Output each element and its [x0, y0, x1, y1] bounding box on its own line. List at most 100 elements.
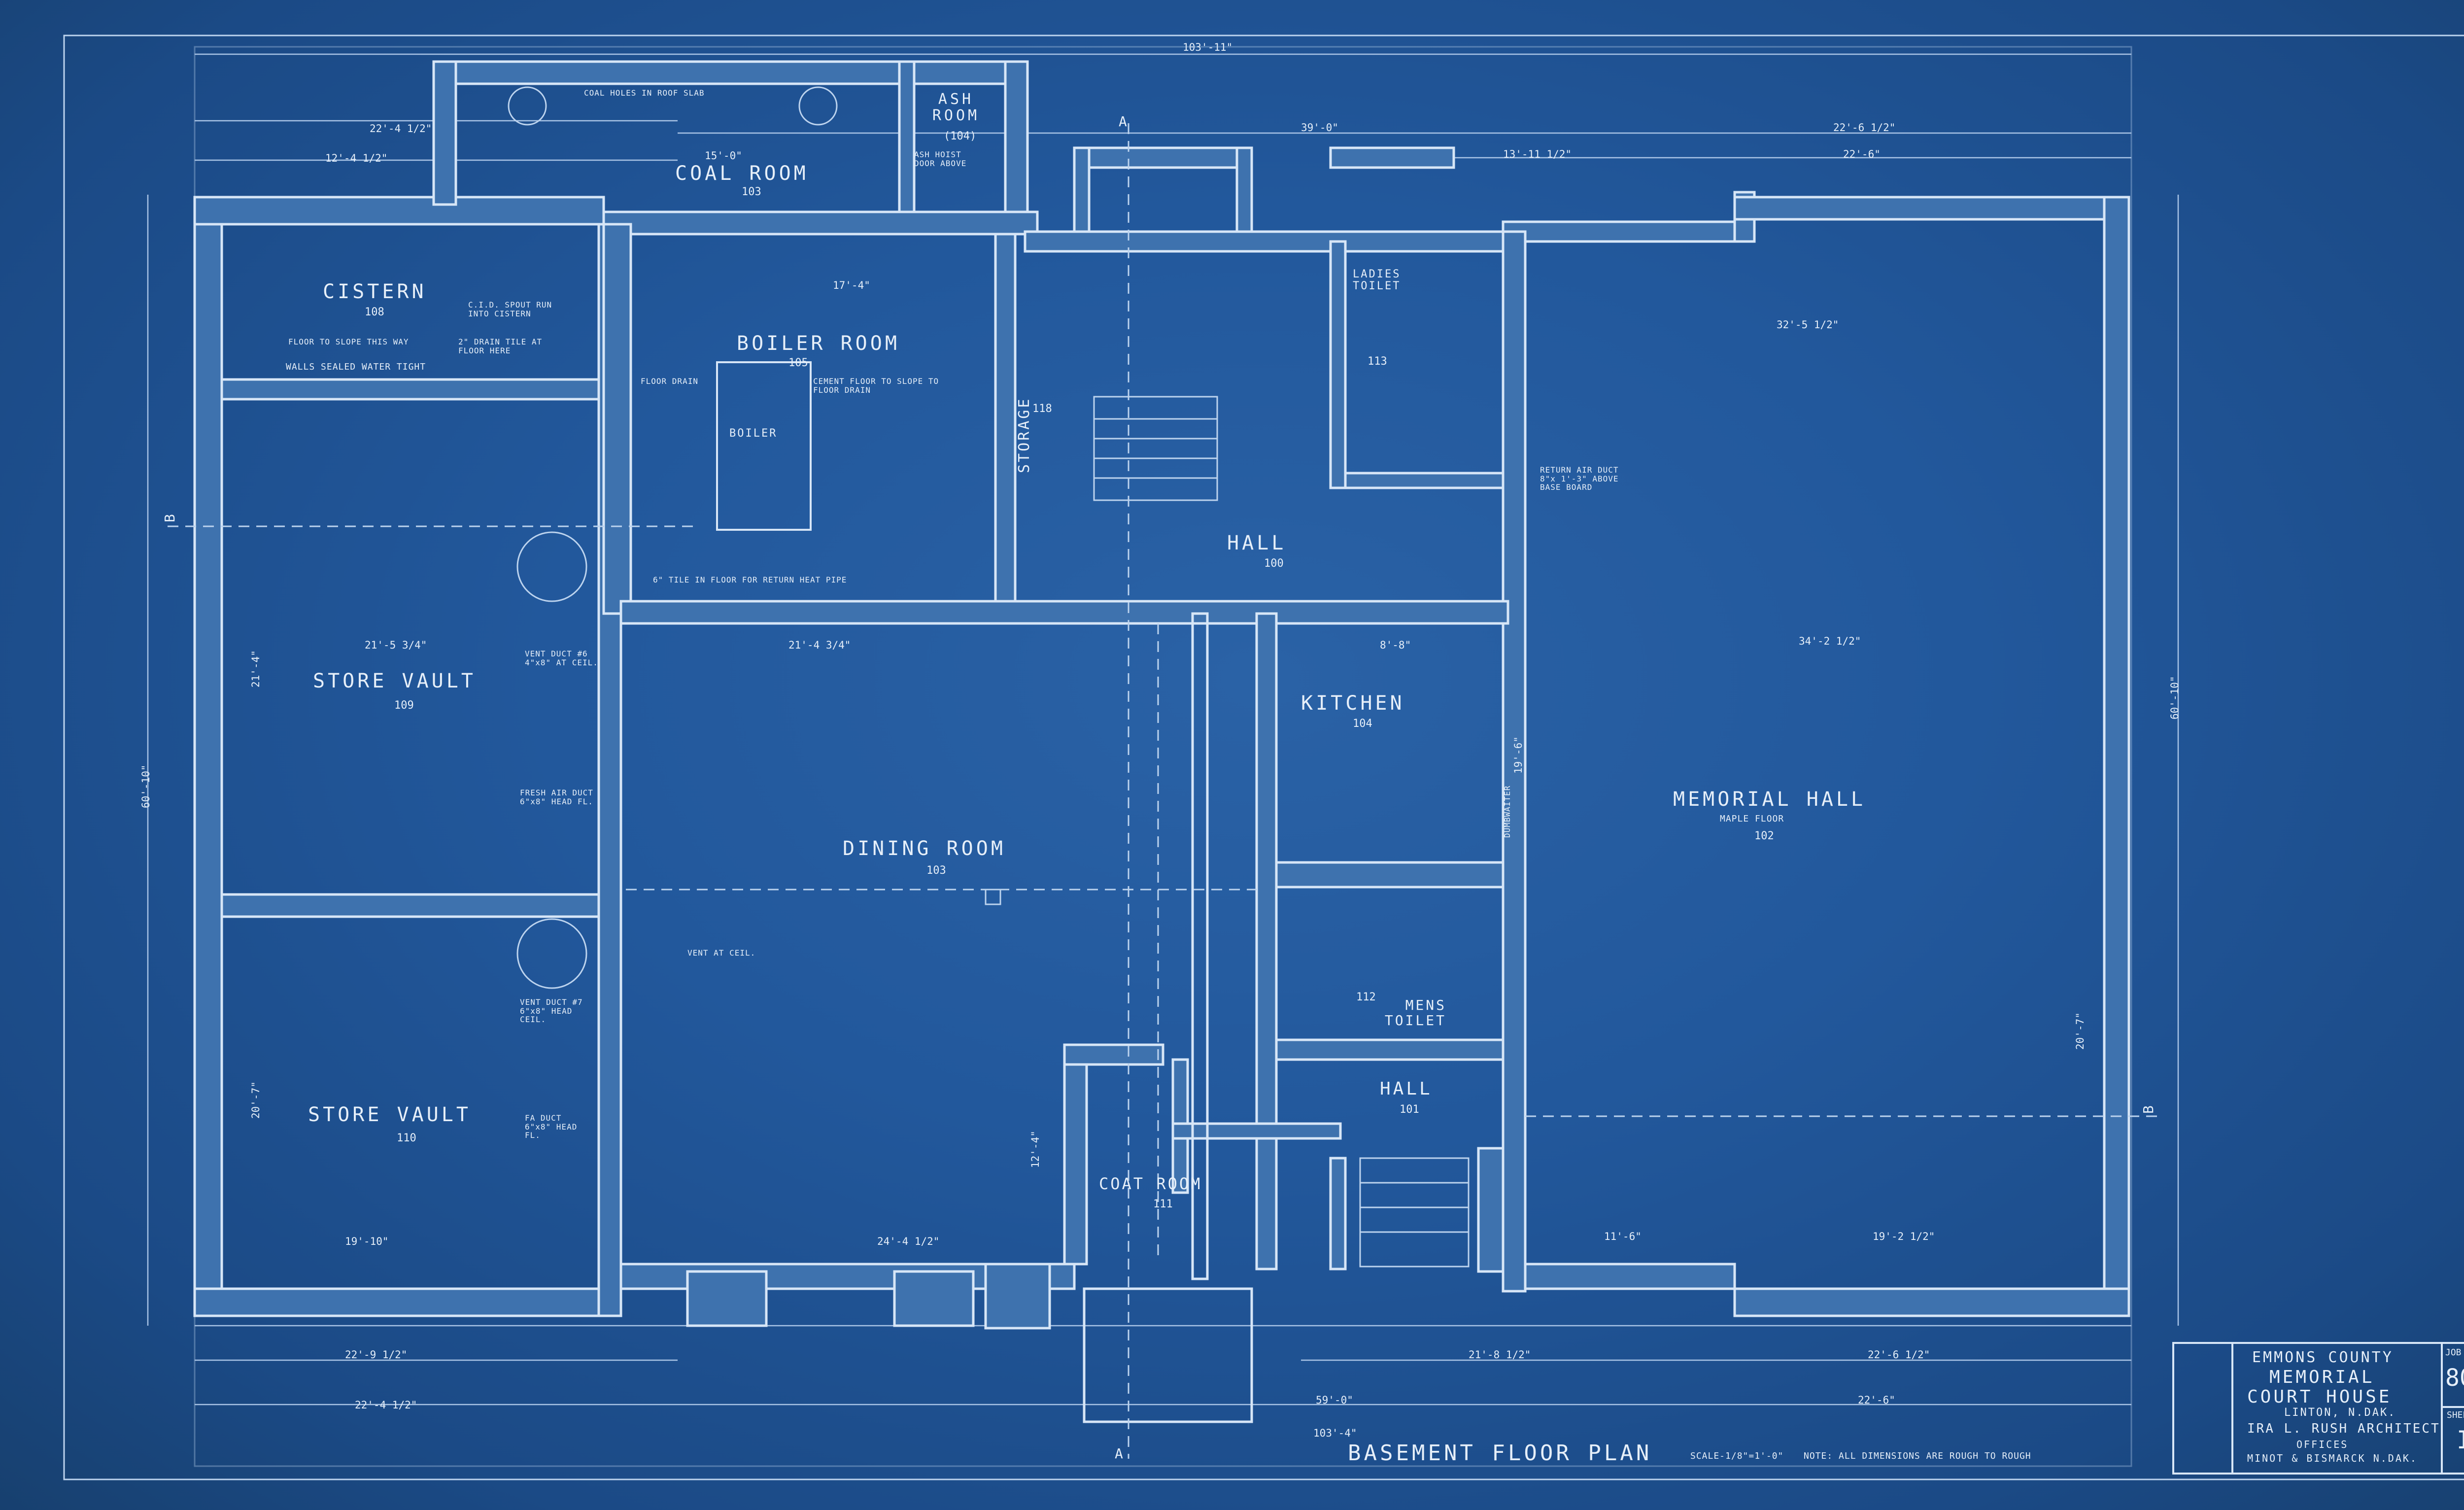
dim-mem-w2: 34'-2 1/2": [1799, 635, 1861, 647]
ladies-toilet-label: LADIES TOILET: [1353, 268, 1401, 293]
dim-store2-h: 20'-7": [250, 1081, 262, 1119]
kitchen-label: KITCHEN: [1301, 692, 1405, 715]
store-vault-109-label: STORE VAULT: [313, 670, 476, 692]
south-wall-west: [193, 1287, 605, 1317]
vault-divider-wall: [220, 893, 600, 918]
north-vestibule-side: [1235, 146, 1253, 233]
memorial-hall-number: 102: [1754, 830, 1774, 842]
hall-north-wall: [1024, 230, 1519, 253]
north-vestibule-side: [1073, 146, 1091, 233]
dim-mem-bottom1: 11'-6": [1604, 1231, 1642, 1242]
mem-hall-north-wall-west: [1502, 220, 1756, 243]
floor-slope-note: FLOOR TO SLOPE THIS WAY: [288, 337, 409, 346]
ladies-toilet-number: 113: [1368, 355, 1387, 368]
cistern-number: 108: [365, 306, 384, 318]
dining-room-number: 103: [926, 864, 946, 877]
sheet-no: II: [2457, 1427, 2464, 1454]
hall-stair: [1093, 396, 1470, 1268]
sheet-label: SHEET: [2447, 1410, 2464, 1420]
cement-floor-note: CEMENT FLOOR TO SLOPE TO FLOOR DRAIN: [813, 377, 939, 395]
section-b-marker-right: B: [2140, 1105, 2156, 1114]
coat-room-north-wall: [1063, 1043, 1164, 1066]
stair-wall: [1329, 1157, 1347, 1270]
dim-mem-h2: 20'-7": [2074, 1012, 2086, 1050]
drain-tile-note: 2" DRAIN TILE AT FLOOR HERE: [458, 337, 543, 355]
store-vault-110-label: STORE VAULT: [308, 1103, 471, 1126]
dim-top-right2: 22'-6": [1843, 148, 1881, 160]
fa-duct-note: FA DUCT 6"x8" HEAD FL.: [525, 1113, 578, 1140]
dim-right-height: 60'-10": [2169, 676, 2181, 720]
ladies-toilet-west-wall: [1329, 240, 1347, 489]
boiler: [716, 361, 812, 531]
dim-top-right1: 22'-6 1/2": [1833, 122, 1896, 134]
cid-spout-note: C.I.D. SPOUT RUN INTO CISTERN: [468, 300, 552, 318]
drawing-title: BASEMENT FLOOR PLAN: [1348, 1441, 1652, 1466]
vent-duct-6-note: VENT DUCT #6 4"x8" AT CEIL.: [525, 649, 598, 667]
dim-dining-bottom: 24'-4 1/2": [877, 1235, 940, 1247]
ash-room-label: ASH ROOM: [932, 91, 980, 124]
mens-toilet-label: MENS TOILET: [1384, 997, 1446, 1029]
coal-room-south-wall: [602, 210, 1039, 236]
north-chimney-wall: [1329, 146, 1455, 169]
memorial-hall-floor: MAPLE FLOOR: [1720, 814, 1784, 824]
coal-room-north-wall: [432, 60, 1027, 85]
title-block: [2172, 1342, 2464, 1475]
title-line2: MEMORIAL: [2269, 1367, 2375, 1387]
title-line6: OFFICES: [2296, 1439, 2349, 1450]
dim-overall-top: 103'-11": [1183, 41, 1233, 53]
section-a-marker-top: A: [1119, 113, 1127, 130]
mem-hall-west-wall: [1502, 230, 1527, 1293]
hall-101-number: 101: [1400, 1103, 1419, 1116]
dim-bottom-left2: 22'-4 1/2": [355, 1399, 417, 1411]
mens-toilet-south-wall: [1275, 1038, 1505, 1061]
coal-room-number: 103: [742, 186, 761, 198]
dim-kitchen-w: 8'-8": [1380, 639, 1411, 651]
title-line5: IRA L. RUSH ARCHITECT: [2247, 1421, 2440, 1436]
coat-room-number: 111: [1153, 1198, 1173, 1210]
dim-vault-bottom: 19'-10": [345, 1235, 389, 1247]
title-line4: LINTON, N.DAK.: [2284, 1407, 2396, 1419]
stair-wall-east: [1477, 1147, 1505, 1273]
floor-drain-note: FLOOR DRAIN: [641, 377, 698, 386]
mem-hall-south-wall: [1733, 1287, 2130, 1317]
store-vault-110-number: 110: [397, 1132, 416, 1144]
hall101-south-wall: [1171, 1122, 1342, 1140]
dim-store-w: 21'-5 3/4": [365, 639, 427, 651]
dining-room-label: DINING ROOM: [843, 837, 1006, 860]
dim-top-left2: 12'-4 1/2": [325, 152, 388, 164]
vent-at-ceil-note: VENT AT CEIL.: [687, 948, 756, 958]
dim-bottom-right1: 21'-8 1/2": [1469, 1349, 1531, 1361]
dim-bottom-left: 22'-9 1/2": [345, 1349, 408, 1361]
dim-bottom-right3: 22'-6": [1858, 1394, 1895, 1406]
west-wall: [193, 196, 223, 1317]
mem-hall-north-wall: [1733, 196, 2130, 221]
east-wall: [2103, 196, 2130, 1317]
ash-room-wall: [898, 60, 916, 231]
dumbwaiter-note: DUMBWAITER: [1503, 785, 1512, 838]
title-line1: EMMONS COUNTY: [2252, 1349, 2394, 1366]
dim-overall-bottom: 103'-4": [1313, 1427, 1357, 1439]
boiler-room-label: BOILER ROOM: [737, 332, 900, 355]
kitchen-number: 104: [1353, 718, 1372, 730]
dim-top-left1: 22'-4 1/2": [370, 123, 432, 135]
dim-store-h: 21'-4": [250, 650, 262, 687]
hall-south-wall: [619, 600, 1509, 625]
south-window-well: [686, 1270, 768, 1327]
dim-boiler-w: 17'-4": [833, 279, 870, 291]
storage-label: STORAGE: [1016, 397, 1033, 473]
dim-top-mid: 39'-0": [1301, 122, 1338, 134]
coal-room-label: COAL ROOM: [675, 162, 809, 185]
job-no: 801: [2445, 1364, 2464, 1392]
column-line: [1191, 612, 1209, 1280]
south-window-well: [893, 1270, 975, 1327]
south-pier: [984, 1263, 1051, 1330]
tile-floor-note: 6" TILE IN FLOOR FOR RETURN HEAT PIPE: [653, 575, 847, 584]
store-vault-109-number: 109: [394, 699, 414, 712]
storage-number: 118: [1032, 403, 1052, 415]
coal-room-east-wall: [1004, 60, 1029, 231]
fresh-air-duct-note: FRESH AIR DUCT 6"x8" HEAD FL.: [520, 788, 593, 806]
cistern-label: CISTERN: [323, 280, 427, 303]
memorial-hall-label: MEMORIAL HALL: [1673, 788, 1866, 811]
title-line7: MINOT & BISMARCK N.DAK.: [2247, 1452, 2418, 1464]
north-wall-west: [193, 196, 605, 226]
